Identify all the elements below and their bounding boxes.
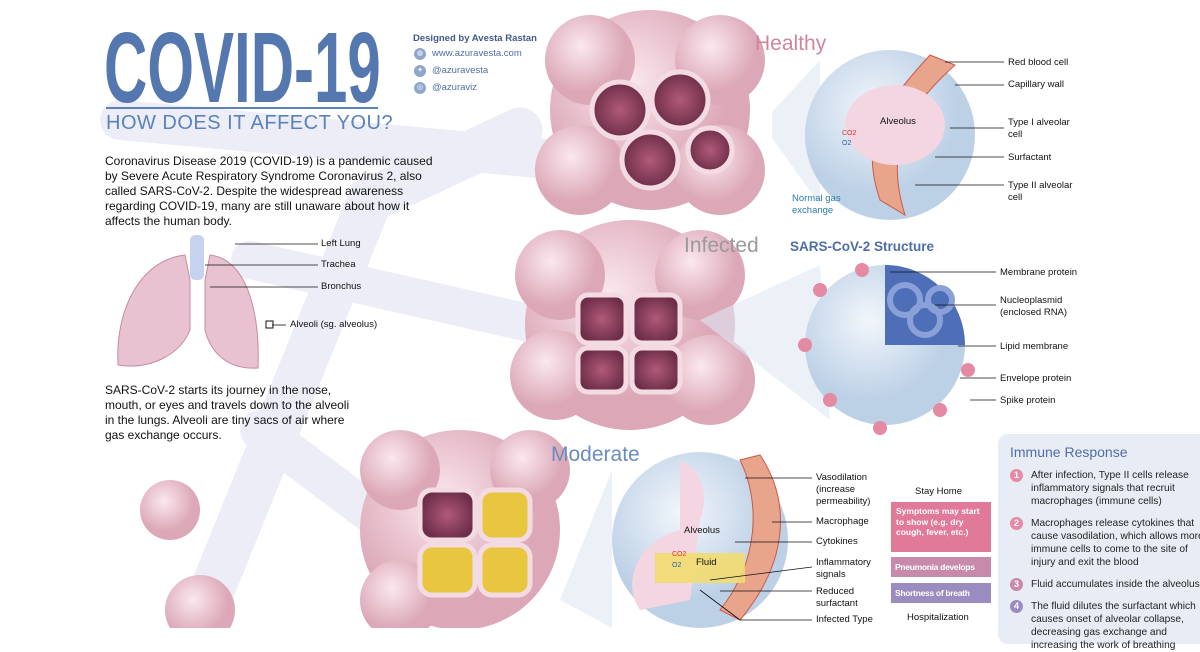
label-trachea: Trachea bbox=[321, 259, 356, 270]
moderate-alveolus-label: Alveolus bbox=[684, 525, 720, 536]
virus-structure-title: SARS-CoV-2 Structure bbox=[790, 239, 935, 254]
stage-moderate: Moderate bbox=[551, 443, 640, 466]
social-links: ◍www.azuravesta.com ✦@azuravesta ◎@azura… bbox=[414, 48, 522, 94]
moderate-co2-label: CO2 bbox=[672, 551, 687, 558]
twitter-link[interactable]: ✦@azuravesta bbox=[414, 65, 522, 77]
pneumonia-box: Pneumonia develops bbox=[891, 557, 991, 577]
website-link[interactable]: ◍www.azuravesta.com bbox=[414, 48, 522, 60]
page-subtitle: HOW DOES IT AFFECT YOU? bbox=[106, 112, 394, 134]
step-text: After infection, Type II cells release i… bbox=[1031, 470, 1189, 507]
label-vasodilation: Vasodilation (increase permeability) bbox=[816, 472, 871, 507]
label-surfactant: Surfactant bbox=[1008, 152, 1052, 163]
shortness-of-breath-box: Shortness of breath bbox=[891, 583, 991, 603]
fluid-label: Fluid bbox=[696, 557, 717, 568]
label-envelope-protein: Envelope protein bbox=[1000, 373, 1072, 384]
symptoms-box: Symptoms may start to show (e.g. dry cou… bbox=[891, 502, 991, 552]
step-number: 2 bbox=[1010, 517, 1023, 530]
label-lipid-membrane: Lipid membrane bbox=[1000, 341, 1069, 352]
co2-label: CO2 bbox=[842, 130, 857, 137]
immune-step: 3 Fluid accumulates inside the alveolus bbox=[1010, 578, 1200, 591]
moderate-o2-label: O2 bbox=[672, 562, 682, 569]
moderate-inset bbox=[612, 452, 788, 628]
globe-icon: ◍ bbox=[414, 48, 426, 60]
stage-infected: Infected bbox=[684, 234, 759, 257]
healthy-alveoli-cluster bbox=[535, 10, 779, 215]
label-reduced-surfactant: Reduced surfactant bbox=[816, 586, 858, 609]
step-number: 4 bbox=[1010, 600, 1023, 613]
illustration-background bbox=[100, 10, 1004, 628]
instagram-icon: ◎ bbox=[414, 82, 426, 94]
normal-gas-exchange-label: Normal gas exchange bbox=[792, 193, 841, 216]
immune-step: 2 Macrophages release cytokines that caus… bbox=[1010, 517, 1200, 569]
hospitalization-label: Hospitalization bbox=[907, 612, 969, 623]
healthy-alveolus-label: Alveolus bbox=[880, 116, 916, 127]
label-cytokines: Cytokines bbox=[816, 536, 858, 547]
label-left-lung: Left Lung bbox=[321, 238, 361, 249]
journey-paragraph: SARS-CoV-2 starts its journey in the nos… bbox=[105, 383, 350, 442]
label-capillary-wall: Capillary wall bbox=[1008, 79, 1064, 90]
label-inflammatory-signals: Inflammatory signals bbox=[816, 557, 871, 580]
intro-paragraph: Coronavirus Disease 2019 (COVID-19) is a… bbox=[105, 154, 433, 228]
label-infected-type: Infected Type bbox=[816, 614, 873, 625]
label-spike-protein: Spike protein bbox=[1000, 395, 1056, 406]
label-macrophage: Macrophage bbox=[816, 516, 869, 527]
label-membrane-protein: Membrane protein bbox=[1000, 267, 1078, 278]
immune-response-title: Immune Response bbox=[1010, 444, 1128, 460]
label-alveoli: Alveoli (sg. alveolus) bbox=[290, 319, 378, 330]
step-text: Macrophages release cytokines that cause… bbox=[1031, 518, 1200, 568]
label-type-ii-cell: Type II alveolar cell bbox=[1008, 180, 1073, 203]
o2-label: O2 bbox=[842, 140, 852, 147]
airway-tubes bbox=[100, 100, 580, 628]
title-divider bbox=[106, 107, 378, 109]
infected-alveoli-cluster bbox=[510, 220, 755, 430]
stage-healthy: Healthy bbox=[755, 32, 827, 55]
instagram-link[interactable]: ◎@azuraviz bbox=[414, 82, 522, 94]
label-nucleoplasmid: Nucleoplasmid (enclosed RNA) bbox=[1000, 295, 1068, 318]
page-title: COVID-19 bbox=[104, 12, 381, 124]
designer-credit: Designed by Avesta Rastan bbox=[413, 33, 537, 44]
virus-illustration bbox=[798, 263, 975, 435]
leader-lines bbox=[205, 61, 1004, 621]
immune-step: 4 The fluid dilutes the surfactant which … bbox=[1010, 600, 1200, 652]
healthy-inset bbox=[805, 50, 975, 220]
step-number: 3 bbox=[1010, 578, 1023, 591]
label-red-blood-cell: Red blood cell bbox=[1008, 57, 1069, 68]
immune-response-panel: Immune Response 1 After infection, Type I… bbox=[998, 434, 1200, 651]
lungs-illustration bbox=[117, 235, 259, 369]
twitter-icon: ✦ bbox=[414, 65, 426, 77]
step-number: 1 bbox=[1010, 469, 1023, 482]
label-bronchus: Bronchus bbox=[321, 281, 362, 292]
label-type-i-cell: Type I alveolar cell bbox=[1008, 117, 1070, 140]
stay-home-label: Stay Home bbox=[915, 486, 962, 497]
immune-step: 1 After infection, Type II cells release … bbox=[1010, 469, 1200, 508]
step-text: Fluid accumulates inside the alveolus bbox=[1031, 579, 1200, 590]
moderate-alveoli-cluster bbox=[140, 430, 570, 628]
step-text: The fluid dilutes the surfactant which c… bbox=[1031, 601, 1196, 651]
